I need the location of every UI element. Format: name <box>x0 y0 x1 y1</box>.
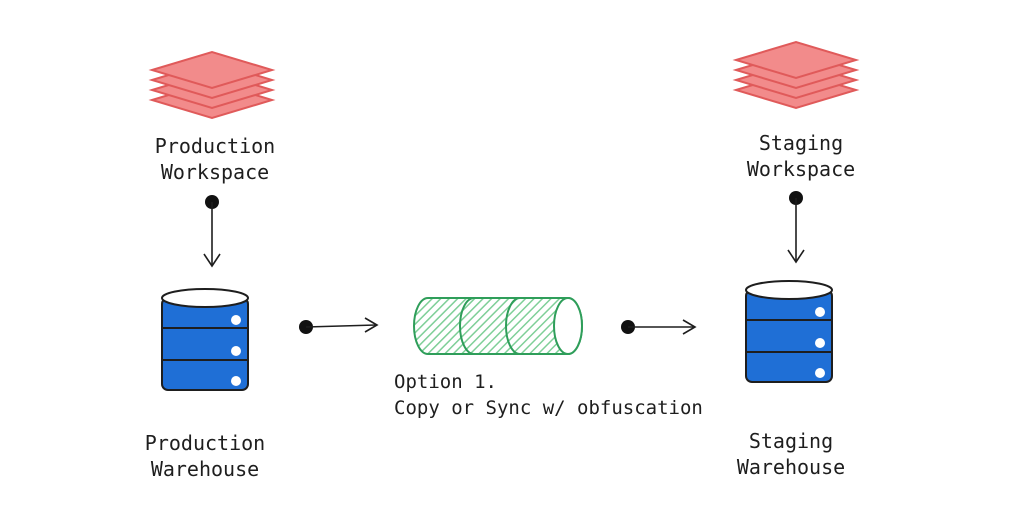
production-warehouse-line1: Production <box>144 431 266 455</box>
arrow-prod-workspace-to-warehouse <box>203 195 221 268</box>
production-workspace-layers-icon <box>148 50 276 120</box>
production-warehouse-database-icon <box>161 288 249 391</box>
pipeline-option-title: Option 1. <box>394 371 497 393</box>
staging-workspace-line2: Workspace <box>746 157 856 181</box>
arrow-pipeline-to-staging <box>621 319 697 335</box>
arrow-staging-workspace-to-warehouse <box>787 191 805 264</box>
staging-warehouse-database-icon <box>745 280 833 383</box>
staging-workspace-layers-icon <box>732 40 860 110</box>
production-workspace-line1: Production <box>154 134 276 158</box>
staging-warehouse-line2: Warehouse <box>736 455 846 479</box>
pipeline-pipe-icon <box>413 297 583 355</box>
staging-workspace-label: Staging Workspace <box>726 130 876 182</box>
arrow-warehouse-to-pipeline <box>299 317 379 334</box>
pipeline-option-description: Copy or Sync w/ obfuscation <box>394 397 703 419</box>
pipeline-label: Option 1. Copy or Sync w/ obfuscation <box>394 369 714 421</box>
production-warehouse-label: Production Warehouse <box>130 430 280 482</box>
production-warehouse-line2: Warehouse <box>150 457 260 481</box>
staging-workspace-line1: Staging <box>758 131 844 155</box>
production-workspace-label: Production Workspace <box>140 133 290 185</box>
staging-warehouse-label: Staging Warehouse <box>716 428 866 480</box>
staging-warehouse-line1: Staging <box>748 429 834 453</box>
production-workspace-line2: Workspace <box>160 160 270 184</box>
